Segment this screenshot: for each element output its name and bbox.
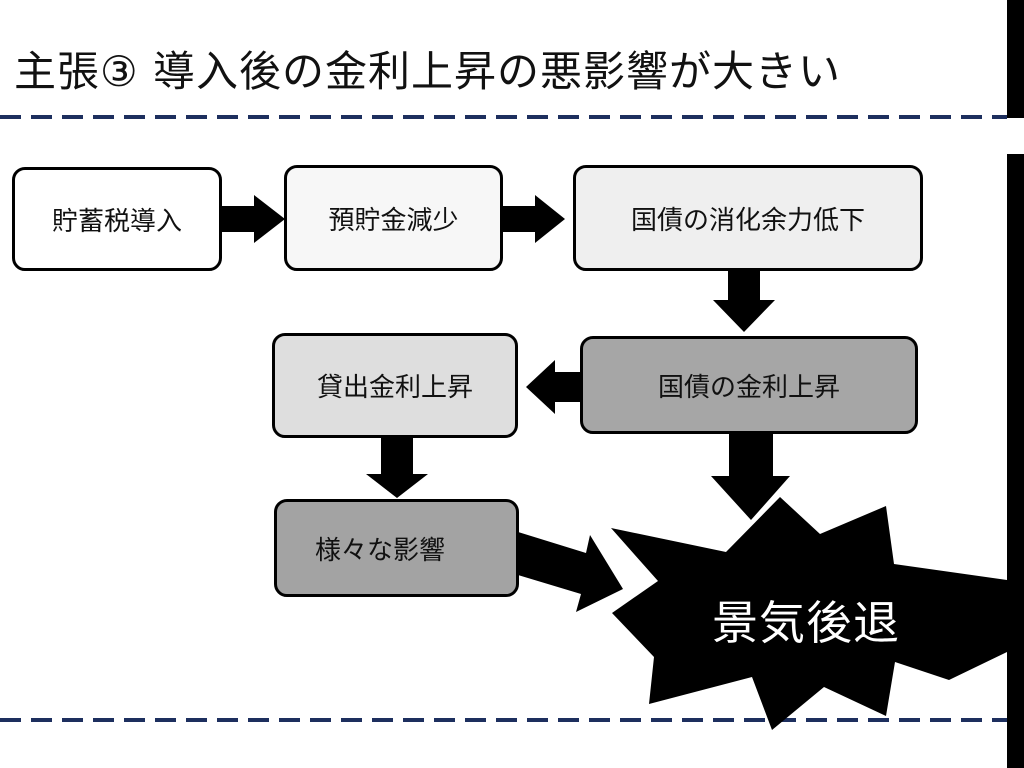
node-bond-capacity: 国債の消化余力低下: [573, 165, 923, 271]
arrow-bond-rate-to-loan-rate: [526, 360, 597, 414]
node-savings-tax-label: 貯蓄税導入: [51, 206, 182, 237]
top-divider: [0, 115, 1010, 119]
slide-title: 主張③ 導入後の金利上昇の悪影響が大きい: [14, 47, 842, 96]
arrow-savings-to-deposit: [205, 195, 285, 243]
arrow-deposit-to-bond-capacity: [490, 195, 565, 243]
arrow-loan-rate-to-effects: [366, 436, 428, 498]
node-deposit-decline-label: 預貯金減少: [328, 205, 459, 236]
arrow-effects-to-recession: [485, 524, 623, 612]
node-savings-tax: 貯蓄税導入: [12, 167, 222, 271]
node-various-effects-label: 様々な影響: [315, 535, 446, 566]
arrow-bond-capacity-to-bond-rate: [713, 270, 775, 332]
node-loan-rate-label: 貸出金利上昇: [316, 373, 473, 403]
recession-label: 景気後退: [712, 596, 900, 650]
node-various-effects: 様々な影響: [274, 499, 519, 597]
right-edge-bar: [1007, 0, 1024, 768]
node-bond-rate-label: 国債の金利上昇: [657, 372, 840, 403]
recession-burst: [611, 497, 1007, 730]
node-deposit-decline: 預貯金減少: [284, 165, 503, 271]
arrow-bond-rate-to-recession: [711, 414, 790, 520]
right-edge-notch: [1007, 118, 1024, 154]
bottom-divider: [0, 718, 1010, 722]
node-bond-capacity-label: 国債の消化余力低下: [630, 205, 865, 236]
node-loan-rate: 貸出金利上昇: [272, 333, 518, 438]
node-bond-rate: 国債の金利上昇: [580, 336, 918, 434]
